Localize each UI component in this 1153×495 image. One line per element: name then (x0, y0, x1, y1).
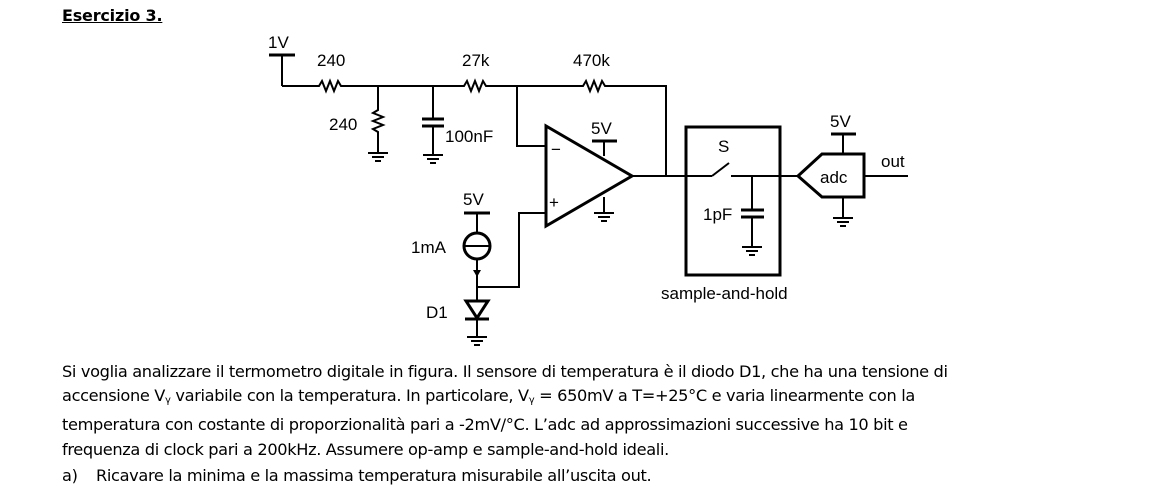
diode-d1: D1 (426, 287, 491, 346)
supply-1v-label: 1V (268, 33, 289, 52)
circuit-schematic: 1V 240 240 100nF 27k (268, 33, 908, 346)
resistor-27k-label: 27k (462, 51, 490, 70)
opamp: − + 5V (544, 119, 635, 229)
ground-icon (368, 152, 388, 162)
exercise-title: Esercizio 3. (62, 6, 163, 25)
resistor-470k-label: 470k (573, 51, 610, 70)
resistor-470k: 470k (517, 51, 667, 176)
current-arrow-icon (473, 270, 481, 277)
resistor-240-series-label: 240 (317, 51, 345, 70)
capacitor-100nf: 100nF (422, 86, 493, 164)
ground-icon (594, 212, 614, 222)
sample-and-hold: S 1pF sample-and-hold (661, 125, 798, 303)
ground-icon (467, 336, 487, 346)
ground-icon (833, 217, 853, 227)
text-fragment: = 650mV a T=+25°C e varia linearmente co… (534, 386, 915, 406)
statement-line-4: frequenza di clock pari a 200kHz. Assume… (62, 439, 669, 459)
resistor-27k: 27k (433, 51, 517, 94)
current-source-1ma: 5V 1mA (411, 190, 492, 287)
ground-icon (742, 246, 762, 256)
resistor-240-shunt: 240 (329, 86, 388, 162)
problem-statement: Si voglia analizzare il termometro digit… (62, 360, 1122, 462)
subscript-gamma: γ (165, 395, 171, 407)
adc: adc 5V out (795, 112, 908, 227)
supply-1v: 1V (268, 33, 295, 86)
text-fragment: accensione V (62, 386, 166, 406)
opamp-noninverting-input: + (549, 193, 559, 212)
opamp-supply-label: 5V (591, 119, 612, 138)
ground-icon (423, 154, 443, 164)
statement-line-1: Si voglia analizzare il termometro digit… (62, 362, 948, 381)
sample-and-hold-label: sample-and-hold (661, 284, 788, 303)
resistor-240-shunt-label: 240 (329, 115, 357, 134)
resistor-240-series: 240 (282, 51, 378, 94)
capacitor-100nf-label: 100nF (445, 127, 493, 146)
adc-label: adc (820, 168, 848, 187)
current-source-label: 1mA (411, 238, 447, 257)
switch-label: S (718, 137, 729, 156)
output-label: out (881, 152, 905, 171)
question-a: a) Ricavare la minima e la massima temper… (62, 466, 652, 485)
current-source-supply-label: 5V (463, 190, 484, 209)
question-a-label: a) (62, 466, 78, 485)
subscript-gamma: γ (528, 395, 535, 407)
question-a-text: Ricavare la minima e la massima temperat… (96, 466, 652, 485)
text-fragment: variabile con la temperatura. In partico… (170, 386, 529, 406)
statement-line-2: accensione Vγ variabile con la temperatu… (62, 384, 1122, 413)
adc-supply-label: 5V (830, 112, 851, 131)
statement-line-3: temperatura con costante di proporzional… (62, 415, 908, 435)
diode-label: D1 (426, 303, 448, 322)
hold-capacitor-label: 1pF (703, 205, 732, 224)
opamp-inverting-input: − (551, 140, 561, 159)
